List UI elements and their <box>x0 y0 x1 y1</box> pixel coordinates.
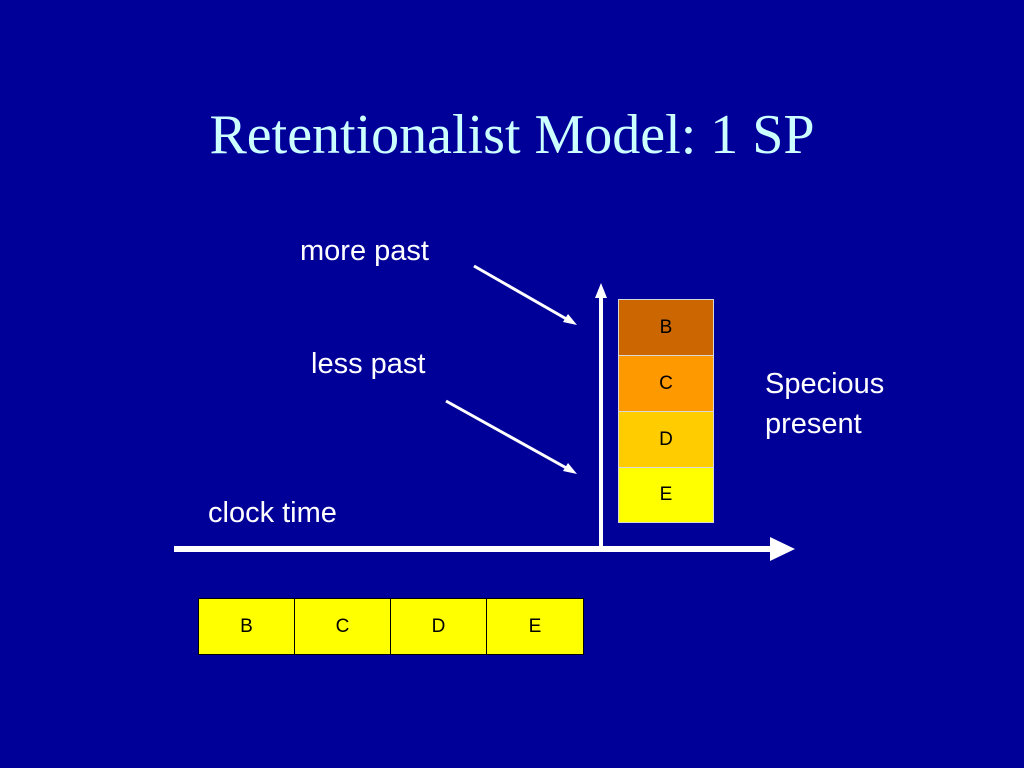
less-past-label: less past <box>311 348 426 380</box>
clock-time-axis-arrowhead <box>770 537 795 561</box>
specious-present-label: Specious present <box>765 364 884 444</box>
row-cell-e: E <box>487 599 583 654</box>
stack-cell-c: C <box>618 355 714 411</box>
more-past-label: more past <box>300 235 429 267</box>
row-cell-b: B <box>199 599 295 654</box>
slide-title: Retentionalist Model: 1 SP <box>209 104 815 166</box>
row-cell-c: C <box>295 599 391 654</box>
stack-cell-d: D <box>618 411 714 467</box>
specious-present-stack: B C D E <box>618 299 714 523</box>
vertical-axis-arrowhead <box>595 283 607 298</box>
row-cell-d: D <box>391 599 487 654</box>
specious-label-line1: Specious <box>765 368 885 400</box>
clock-time-row: B C D E <box>198 598 584 655</box>
less-past-pointer-head <box>563 463 577 474</box>
specious-label-line2: present <box>765 408 862 440</box>
more-past-pointer <box>473 264 571 323</box>
more-past-pointer-head <box>563 314 577 325</box>
less-past-pointer <box>445 399 571 472</box>
stack-cell-e: E <box>618 467 714 523</box>
clock-time-label: clock time <box>208 497 337 529</box>
stack-cell-b: B <box>618 299 714 355</box>
